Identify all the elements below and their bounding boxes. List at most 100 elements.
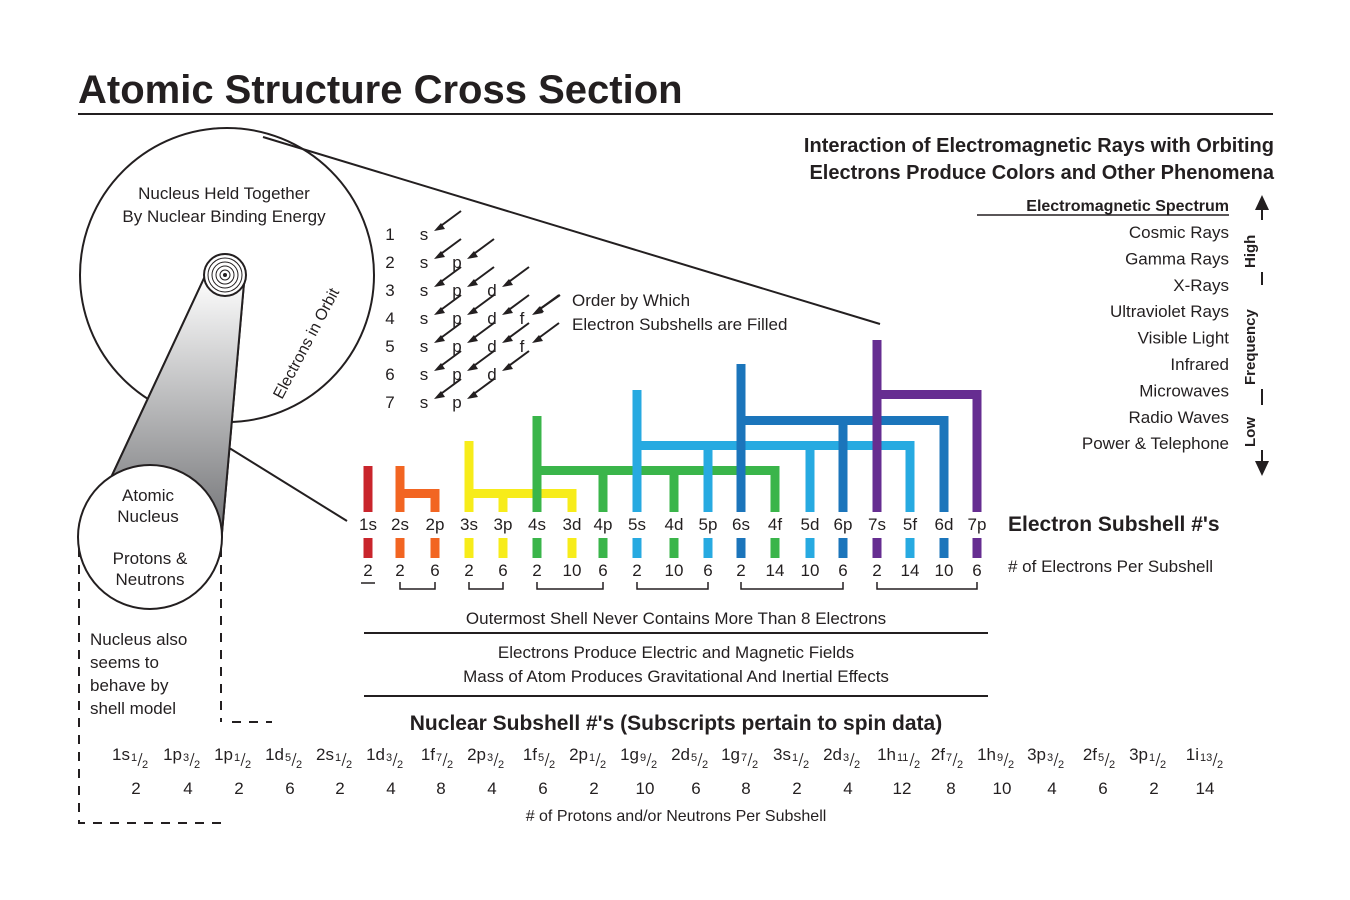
nuclear-spin-denominator: 2 — [245, 759, 251, 771]
subshell-label: 4s — [528, 515, 546, 534]
nuclear-spin-numerator: 1 — [234, 752, 240, 764]
filling-arrow-icon — [502, 322, 530, 343]
nuclear-spin-numerator: 3 — [183, 752, 189, 764]
subshell-bar — [805, 441, 815, 512]
subshell-bar — [703, 441, 713, 512]
nucleus-box-line-4: Neutrons — [116, 570, 185, 589]
subshell-count-tick — [939, 538, 949, 558]
fields-note-1: Electrons Produce Electric and Magnetic … — [498, 643, 854, 662]
nucleus-box-line-2: Nucleus — [117, 507, 178, 526]
nuclear-subshell-label: 1f — [523, 745, 537, 764]
fraction-slash — [1053, 752, 1059, 767]
subshell-count: 10 — [563, 561, 582, 580]
subshell-bar — [905, 441, 915, 512]
nuclear-subshell-label: 2f — [931, 745, 945, 764]
nuclear-subshell-count: 4 — [487, 779, 496, 798]
nuclear-subshell-count: 10 — [993, 779, 1012, 798]
nuclear-subshell-count: 6 — [1098, 779, 1107, 798]
nuclear-spin-numerator: 3 — [487, 752, 493, 764]
nuclear-subshell-count: 4 — [386, 779, 395, 798]
nuclear-subshell-count: 8 — [741, 779, 750, 798]
subshell-count: 2 — [872, 561, 881, 580]
subshell-count-tick — [736, 538, 746, 558]
nuclear-spin-denominator: 2 — [914, 759, 920, 771]
filling-subshell-letter: d — [487, 337, 496, 356]
nucleus-zoom-circle — [77, 464, 223, 610]
fraction-slash — [392, 752, 398, 767]
nucleus-icon — [203, 253, 247, 297]
nuclear-spin-denominator: 2 — [447, 759, 453, 771]
subshell-count-tick — [464, 538, 474, 558]
subshell-label: 5f — [903, 515, 917, 534]
nuclear-subshell-count: 2 — [335, 779, 344, 798]
filling-row-number: 7 — [385, 393, 394, 412]
filling-arrow-icon — [502, 350, 530, 371]
nuclear-spin-numerator: 5 — [538, 752, 544, 764]
filling-arrow-icon — [434, 294, 462, 315]
filling-arrow-icon — [434, 350, 462, 371]
subshell-label: 7p — [968, 515, 987, 534]
nuclear-spin-denominator: 2 — [296, 759, 302, 771]
filling-subshell-letter: s — [420, 309, 429, 328]
nuclear-spin-denominator: 2 — [1058, 759, 1064, 771]
filling-row-number: 6 — [385, 365, 394, 384]
nuclear-subshell-label: 1h — [877, 745, 896, 764]
filling-arrow-icon — [467, 322, 495, 343]
nuclear-spin-denominator: 2 — [549, 759, 555, 771]
nuclear-spin-denominator: 2 — [142, 759, 148, 771]
subshell-bar — [532, 416, 542, 512]
fraction-slash — [849, 752, 855, 767]
subshell-label: 1s — [359, 515, 377, 534]
nuclear-spin-numerator: 5 — [285, 752, 291, 764]
nuclear-spin-numerator: 1 — [589, 752, 595, 764]
filling-subshell-letter: d — [487, 365, 496, 384]
spectrum-item: Gamma Rays — [1125, 249, 1229, 268]
subshell-count-tick — [498, 538, 508, 558]
filling-subshell-letter: s — [420, 337, 429, 356]
subshell-count: 6 — [703, 561, 712, 580]
subshell-bar — [598, 466, 608, 512]
fraction-slash — [909, 752, 915, 767]
subshell-count-tick — [430, 538, 440, 558]
fields-note-2: Mass of Atom Produces Gravitational And … — [463, 667, 889, 686]
shell-note-2: seems to — [90, 653, 159, 672]
subshell-bar — [632, 390, 642, 512]
filling-caption-1: Order by Which — [572, 291, 690, 310]
subshell-count-tick — [905, 538, 915, 558]
fraction-slash — [341, 752, 347, 767]
subshell-count: 10 — [801, 561, 820, 580]
count-bracket — [740, 582, 844, 590]
filling-subshell-letter: s — [420, 365, 429, 384]
subshell-bar — [498, 489, 508, 512]
subshell-bar — [770, 466, 780, 512]
spectrum-item: Infrared — [1170, 355, 1229, 374]
subshell-connector — [872, 390, 982, 399]
page-title: Atomic Structure Cross Section — [78, 68, 683, 112]
nuclear-spin-denominator: 2 — [498, 759, 504, 771]
nuclear-subshell-label: 1h — [977, 745, 996, 764]
nuclear-subshell-label: 1g — [620, 745, 639, 764]
filling-arrow-icon — [502, 266, 530, 287]
nuclear-subshell-count: 8 — [436, 779, 445, 798]
nuclear-spin-denominator: 2 — [1008, 759, 1014, 771]
nuclear-subshell-count: 14 — [1196, 779, 1215, 798]
spectrum-item: Microwaves — [1139, 381, 1229, 400]
count-bracket — [536, 582, 604, 590]
filling-subshell-letter: p — [452, 337, 461, 356]
subshell-count: 6 — [838, 561, 847, 580]
subshell-label: 6d — [935, 515, 954, 534]
projection-line-top — [262, 136, 881, 325]
